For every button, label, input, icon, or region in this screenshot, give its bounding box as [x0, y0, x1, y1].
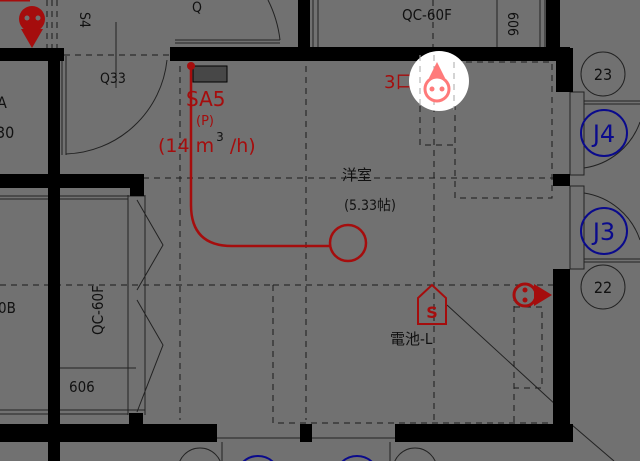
room-name: 洋室: [342, 166, 372, 184]
vent-code: SA5: [186, 87, 225, 111]
left-room-label-a: A: [0, 93, 7, 112]
svg-text:S: S: [426, 303, 438, 322]
svg-text:J3: J3: [591, 218, 615, 246]
svg-text:23: 23: [594, 65, 612, 84]
marker-j3: J3: [580, 207, 628, 255]
outlet-pin-top-left-icon: [0, 0, 45, 48]
outlet-count-label: 3口: [384, 72, 413, 93]
outlet-pin-right-icon: [512, 282, 552, 308]
top-left-rotated-label: S4: [76, 12, 92, 28]
room-area: (5.33帖): [344, 198, 396, 214]
svg-text:J4: J4: [591, 120, 615, 148]
left-room-label-30: 30: [0, 123, 14, 142]
dashed-lines: [0, 0, 570, 424]
closet-dim-top: 606: [504, 12, 520, 36]
room-marker-23: 23: [580, 51, 626, 97]
closet-dim-left: 606: [69, 378, 95, 396]
door-label-top: Q: [192, 0, 202, 16]
room-marker-22: 22: [580, 264, 626, 310]
closet-label-top: QC-60F: [402, 6, 452, 24]
outlet-highlight-icon: [423, 62, 451, 103]
closet-label-left: QC-60F: [89, 285, 107, 335]
door-label-q33: Q33: [100, 71, 126, 87]
highlighted-outlet-button[interactable]: [409, 51, 469, 111]
walls: [0, 0, 573, 461]
battery-label: 電池-L: [390, 330, 433, 348]
bottom-blue-markers: [242, 455, 373, 461]
svg-text:22: 22: [594, 278, 612, 297]
smoke-sensor-icon: S: [417, 283, 447, 325]
marker-j4: J4: [580, 109, 628, 157]
vent-type: (P): [196, 114, 214, 129]
left-room-label-0b: 0B: [0, 299, 16, 317]
